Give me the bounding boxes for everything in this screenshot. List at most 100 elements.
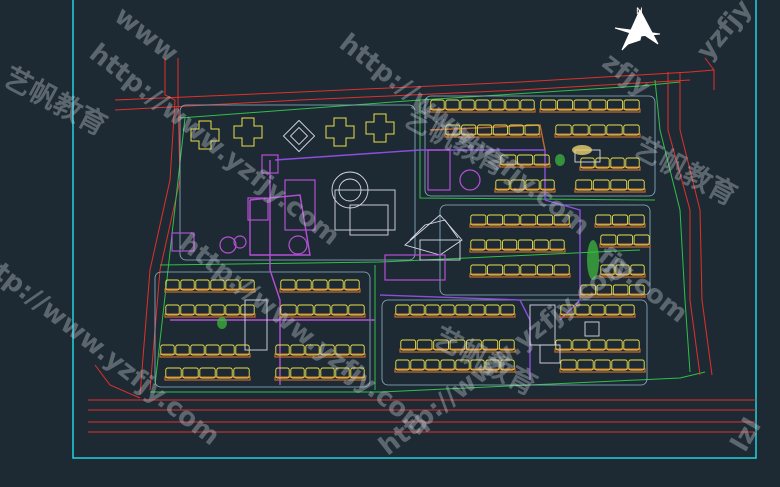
podium-strip: [554, 348, 641, 353]
podium-strip: [554, 133, 641, 138]
podium-strip: [444, 133, 541, 138]
housing-unit: [627, 179, 645, 191]
housing-unit: [600, 264, 615, 276]
housing-unit: [160, 344, 175, 356]
housing-unit: [280, 304, 297, 316]
podium-strip: [579, 166, 641, 171]
housing-unit: [525, 179, 540, 191]
housing-unit: [500, 154, 517, 166]
residential-building: [279, 279, 361, 293]
residential-building: [594, 214, 646, 228]
housing-unit: [589, 339, 606, 351]
housing-unit: [400, 339, 417, 351]
housing-unit: [560, 304, 575, 316]
housing-unit: [195, 279, 210, 291]
public-buildings: [244, 119, 601, 364]
green-area-1: [587, 240, 599, 280]
residential-building: [469, 239, 566, 253]
housing-unit: [395, 304, 410, 316]
housing-unit: [455, 304, 470, 316]
housing-unit: [580, 157, 595, 169]
housing-unit: [612, 214, 629, 226]
residential-buildings: [159, 99, 651, 381]
amenity-block-6: [384, 254, 446, 281]
north-stub-road: [704, 57, 715, 90]
housing-unit: [630, 264, 645, 276]
path-east: [544, 199, 581, 321]
housing-unit: [182, 367, 199, 379]
north-arrow-hub: [634, 28, 642, 36]
podium-strip: [599, 273, 646, 278]
block-road-ne: [419, 100, 656, 201]
housing-unit: [505, 99, 520, 111]
housing-unit: [220, 344, 235, 356]
housing-unit: [555, 124, 572, 136]
housing-unit: [233, 367, 250, 379]
housing-unit: [470, 264, 487, 276]
amenity-circle-1: [219, 236, 237, 254]
housing-unit: [395, 359, 410, 371]
path-ne-spine: [429, 124, 546, 151]
housing-unit: [190, 344, 205, 356]
housing-unit: [455, 359, 470, 371]
housing-unit: [600, 234, 617, 246]
housing-unit: [498, 339, 515, 351]
housing-unit: [486, 239, 502, 251]
housing-unit: [175, 344, 190, 356]
block-e: [439, 204, 651, 296]
middle-road-h: [159, 249, 641, 266]
housing-unit: [617, 234, 634, 246]
path-west-loop: [249, 194, 311, 256]
housing-unit: [589, 124, 606, 136]
tower-building: [325, 117, 355, 147]
housing-unit: [433, 339, 449, 351]
path-central: [269, 160, 281, 385]
housing-unit: [470, 214, 487, 226]
west-road-green: [154, 117, 186, 386]
podium-strip: [164, 288, 256, 293]
housing-unit: [487, 214, 504, 226]
residential-building: [159, 344, 251, 358]
residential-building: [399, 339, 516, 353]
housing-unit: [440, 359, 455, 371]
podium-strip: [594, 223, 646, 228]
amenity-block-2: [247, 197, 269, 221]
residential-building: [559, 304, 636, 318]
residential-building: [274, 344, 366, 358]
housing-unit: [623, 339, 640, 351]
housing-unit: [466, 339, 482, 351]
drawing-frame: [72, 0, 757, 459]
housing-unit: [595, 157, 610, 169]
housing-unit: [210, 279, 225, 291]
housing-unit: [305, 367, 320, 379]
housing-unit: [610, 157, 625, 169]
tower-building: [233, 117, 263, 147]
clubhouse-wing: [334, 189, 396, 231]
podium-strip: [279, 288, 361, 293]
housing-unit: [553, 214, 570, 226]
housing-unit: [537, 214, 554, 226]
north-road-green: [179, 81, 681, 119]
housing-unit: [240, 304, 255, 316]
housing-unit: [344, 279, 360, 291]
housing-unit: [610, 179, 628, 191]
housing-unit: [477, 124, 493, 136]
podium-strip: [559, 368, 646, 373]
housing-unit: [290, 344, 305, 356]
housing-unit: [410, 304, 425, 316]
housing-unit: [560, 359, 577, 371]
housing-unit: [594, 359, 611, 371]
housing-unit: [500, 359, 515, 371]
housing-unit: [623, 99, 640, 111]
housing-unit: [475, 99, 490, 111]
residential-building: [599, 264, 646, 278]
purple-amenity-buildings: [171, 149, 481, 281]
residential-building: [164, 304, 256, 318]
residential-building: [579, 157, 641, 171]
sw-road: [94, 364, 141, 399]
east-road-outer: [667, 72, 701, 376]
housing-unit: [520, 99, 535, 111]
housing-unit: [572, 124, 589, 136]
podium-strip: [539, 108, 641, 113]
